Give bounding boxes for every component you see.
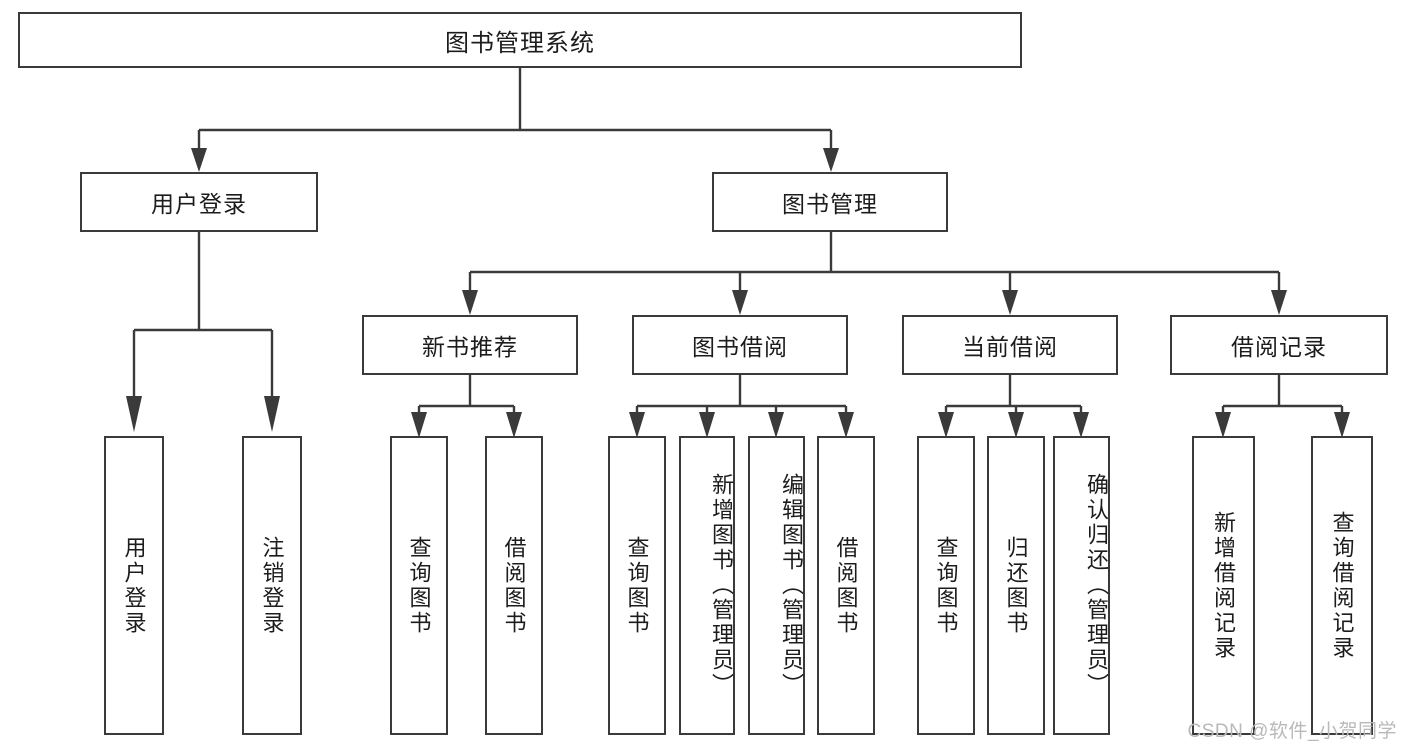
node-root-system[interactable]: 图书管理系统 bbox=[18, 12, 1022, 68]
node-borrow-record-label: 借阅记录 bbox=[1231, 334, 1327, 360]
leaf-current-borrow-query-label: 查询图书 bbox=[933, 535, 959, 636]
connector-root-to-level2 bbox=[191, 68, 839, 172]
node-borrow-record[interactable]: 借阅记录 bbox=[1170, 315, 1388, 375]
node-book-borrow-label: 图书借阅 bbox=[692, 334, 788, 360]
leaf-current-borrow-return[interactable]: 归还图书 bbox=[987, 436, 1045, 735]
connector-borrowrecord-to-leaves bbox=[1215, 375, 1350, 438]
node-new-book-recommend[interactable]: 新书推荐 bbox=[362, 315, 578, 375]
node-book-manage-label: 图书管理 bbox=[782, 191, 878, 217]
node-current-borrow-label: 当前借阅 bbox=[962, 334, 1058, 360]
connector-currentborrow-to-leaves bbox=[938, 375, 1089, 438]
arrowhead-to-borrow-record bbox=[1271, 290, 1287, 315]
connector-newbook-to-leaves bbox=[411, 375, 522, 438]
leaf-book-borrow-borrow-label: 借阅图书 bbox=[833, 535, 859, 636]
arrowhead-currentborrow-leaf-3 bbox=[1073, 412, 1089, 438]
arrowhead-to-current-borrow bbox=[1002, 290, 1018, 315]
csdn-watermark: CSDN @软件_小贺同学 bbox=[1188, 716, 1397, 743]
node-user-login-label: 用户登录 bbox=[151, 191, 247, 217]
arrowhead-borrowrecord-leaf-2 bbox=[1334, 412, 1350, 438]
leaf-book-borrow-edit[interactable]: 编辑图书（管理员） bbox=[748, 436, 805, 735]
arrowhead-bookborrow-leaf-1 bbox=[629, 412, 645, 438]
arrowhead-newbook-leaf-2 bbox=[506, 412, 522, 438]
arrowhead-newbook-leaf-1 bbox=[411, 412, 427, 438]
connector-bookmanage-to-level3 bbox=[462, 232, 1287, 315]
arrowhead-to-book-manage bbox=[823, 148, 839, 172]
arrowhead-currentborrow-leaf-2 bbox=[1008, 412, 1024, 438]
leaf-new-book-borrow[interactable]: 借阅图书 bbox=[485, 436, 543, 735]
leaf-borrow-record-add-label: 新增借阅记录 bbox=[1211, 510, 1237, 661]
arrowhead-bookborrow-leaf-2 bbox=[699, 412, 715, 438]
leaf-current-borrow-return-label: 归还图书 bbox=[1003, 535, 1029, 636]
leaf-book-borrow-edit-label: 编辑图书（管理员） bbox=[779, 473, 804, 698]
arrowhead-bookborrow-leaf-4 bbox=[838, 412, 854, 438]
leaf-user-login-login[interactable]: 用户登录 bbox=[104, 436, 164, 735]
leaf-book-borrow-add-label: 新增图书（管理员） bbox=[709, 473, 734, 698]
leaf-user-login-logout[interactable]: 注销登录 bbox=[242, 436, 302, 735]
leaf-current-borrow-confirm-label: 确认归还（管理员） bbox=[1084, 473, 1109, 698]
leaf-book-borrow-query[interactable]: 查询图书 bbox=[608, 436, 666, 735]
node-current-borrow[interactable]: 当前借阅 bbox=[902, 315, 1118, 375]
node-book-borrow[interactable]: 图书借阅 bbox=[632, 315, 848, 375]
leaf-new-book-query[interactable]: 查询图书 bbox=[390, 436, 448, 735]
arrowhead-to-book-borrow bbox=[732, 290, 748, 315]
connector-userlogin-to-leaves bbox=[126, 232, 280, 432]
arrowhead-userlogin-leaf-2 bbox=[264, 396, 280, 432]
node-root-system-label: 图书管理系统 bbox=[445, 29, 595, 57]
leaf-user-login-logout-label: 注销登录 bbox=[259, 535, 285, 636]
leaf-new-book-borrow-label: 借阅图书 bbox=[501, 535, 527, 636]
node-user-login[interactable]: 用户登录 bbox=[80, 172, 318, 232]
leaf-borrow-record-query[interactable]: 查询借阅记录 bbox=[1311, 436, 1373, 735]
leaf-borrow-record-add[interactable]: 新增借阅记录 bbox=[1192, 436, 1255, 735]
arrowhead-bookborrow-leaf-3 bbox=[768, 412, 784, 438]
csdn-watermark-text: CSDN @软件_小贺同学 bbox=[1187, 721, 1397, 742]
node-book-manage[interactable]: 图书管理 bbox=[712, 172, 948, 232]
leaf-user-login-login-label: 用户登录 bbox=[121, 535, 147, 636]
arrowhead-currentborrow-leaf-1 bbox=[938, 412, 954, 438]
leaf-book-borrow-borrow[interactable]: 借阅图书 bbox=[817, 436, 875, 735]
leaf-book-borrow-query-label: 查询图书 bbox=[624, 535, 650, 636]
leaf-current-borrow-confirm[interactable]: 确认归还（管理员） bbox=[1053, 436, 1110, 735]
leaf-new-book-query-label: 查询图书 bbox=[406, 535, 432, 636]
arrowhead-userlogin-leaf-1 bbox=[126, 396, 142, 432]
arrowhead-to-new-book bbox=[462, 290, 478, 315]
leaf-book-borrow-add[interactable]: 新增图书（管理员） bbox=[679, 436, 735, 735]
leaf-current-borrow-query[interactable]: 查询图书 bbox=[917, 436, 975, 735]
connector-bookborrow-to-leaves bbox=[629, 375, 854, 438]
arrowhead-to-user-login bbox=[191, 148, 207, 172]
arrowhead-borrowrecord-leaf-1 bbox=[1215, 412, 1231, 438]
node-new-book-recommend-label: 新书推荐 bbox=[422, 334, 518, 360]
leaf-borrow-record-query-label: 查询借阅记录 bbox=[1329, 510, 1355, 661]
